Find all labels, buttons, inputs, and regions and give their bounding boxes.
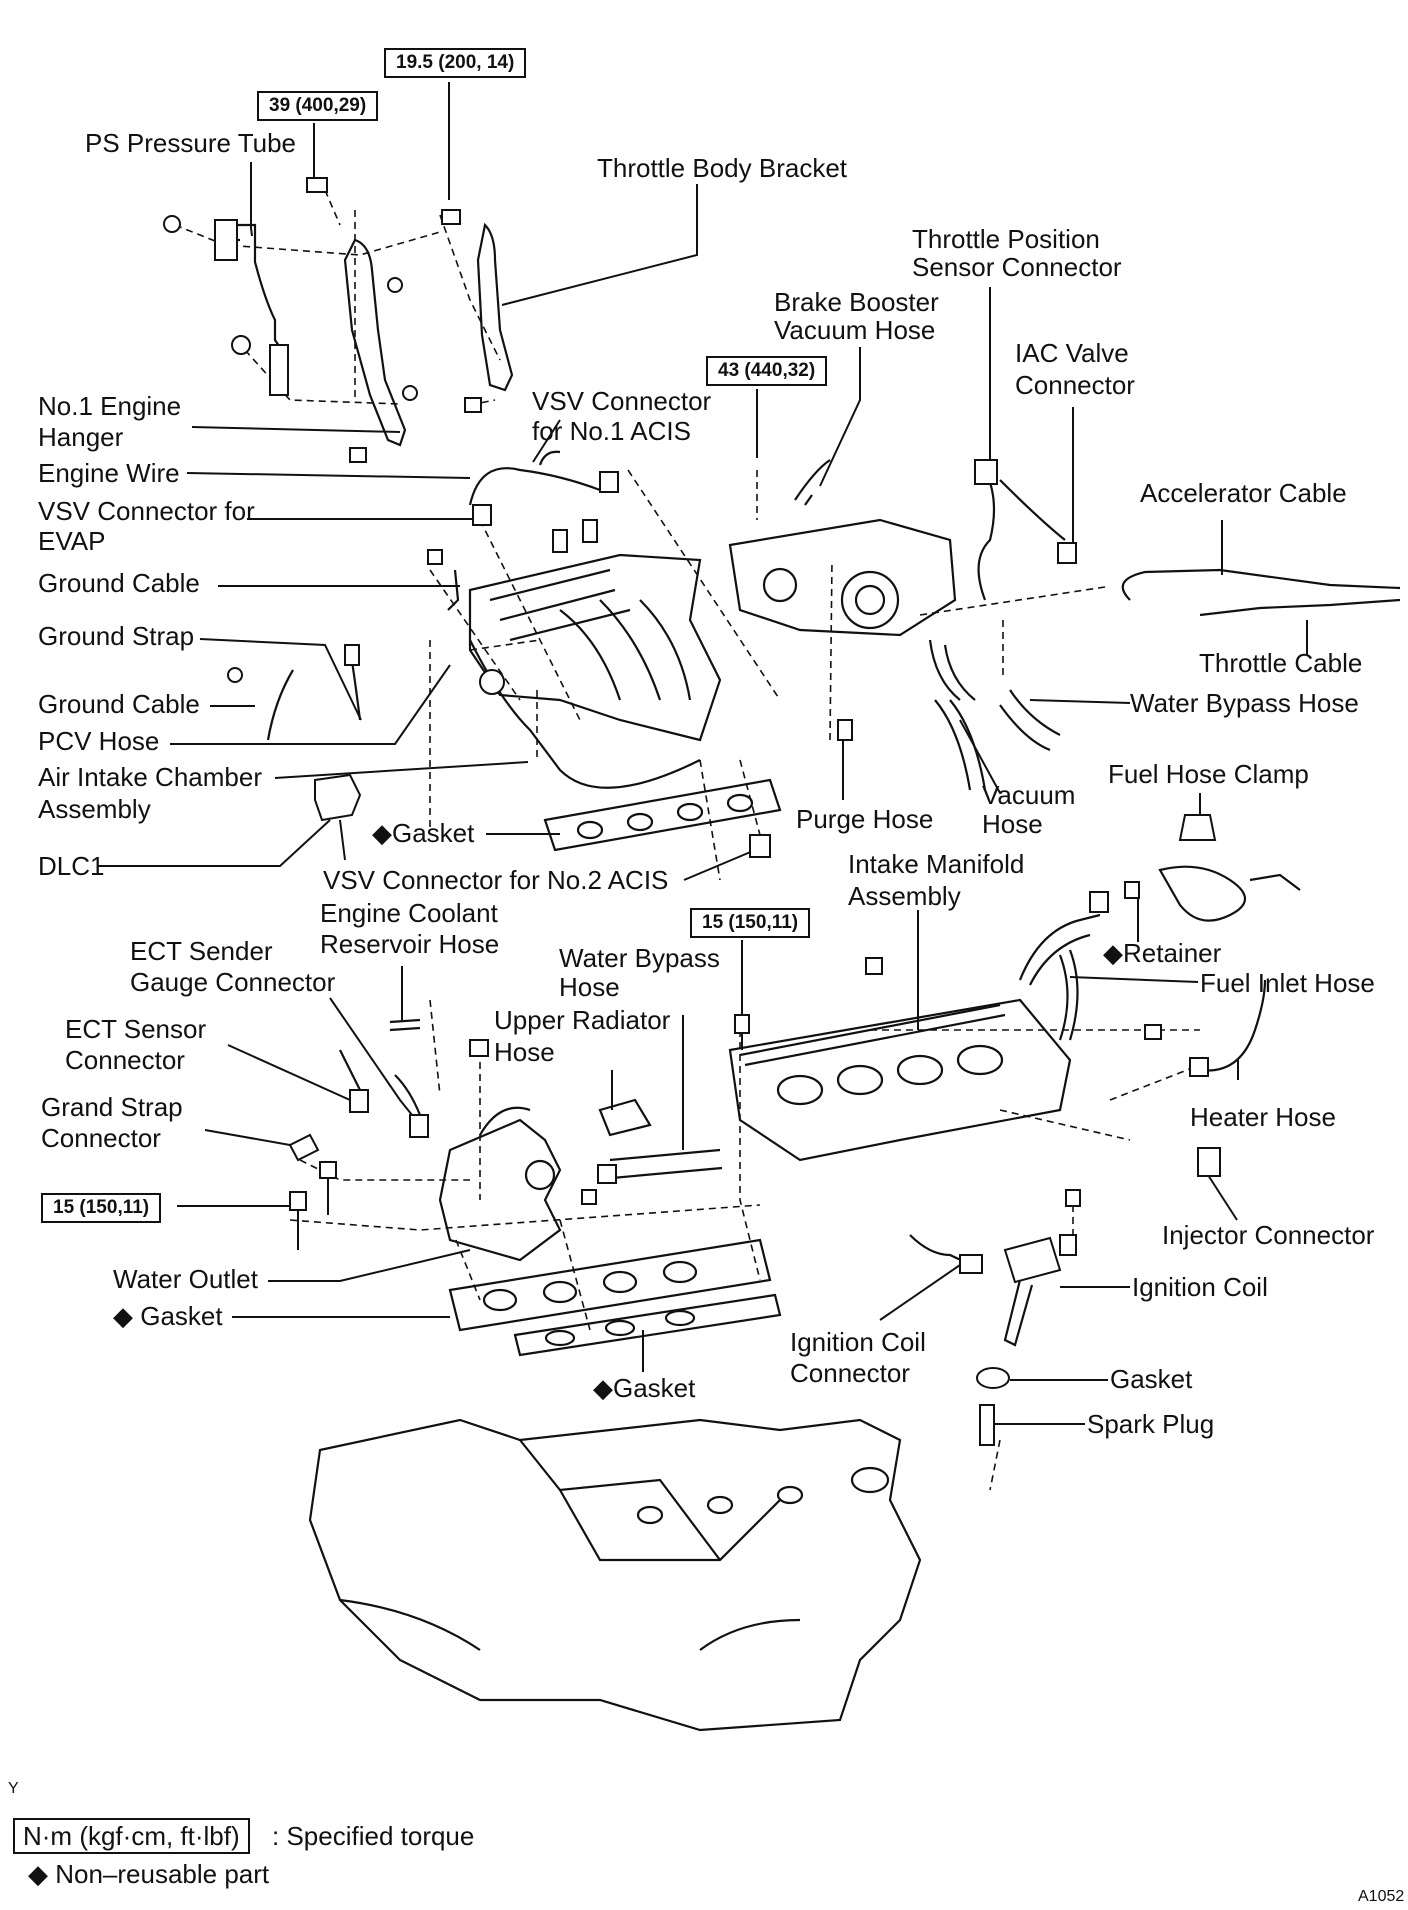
label-engine-coolant-reservoir-hose: Engine Coolant Reservoir Hose — [320, 898, 500, 959]
label-intake-manifold-assembly: Intake Manifold Assembly — [848, 849, 1025, 911]
label-iac-valve-connector: IAC Valve Connector — [1015, 338, 1135, 400]
leader-lines — [97, 82, 1308, 1425]
legend-torque-unit-box: N·m (kgf·cm, ft·lbf) — [13, 1818, 250, 1854]
label-ignition-coil: Ignition Coil — [1132, 1272, 1268, 1302]
label-throttle-position-sensor-connector: Throttle Position Sensor Connector — [912, 224, 1122, 282]
label-brake-booster-vacuum-hose: Brake Booster Vacuum Hose — [774, 287, 939, 345]
legend-marker: Y — [8, 1780, 19, 1797]
label-accelerator-cable: Accelerator Cable — [1140, 478, 1347, 508]
label-dlc1: DLC1 — [38, 851, 105, 881]
label-engine-wire: Engine Wire — [38, 458, 180, 488]
label-upper-radiator-hose: Upper Radiator Hose — [494, 1005, 671, 1067]
label-ignition-coil-connector: Ignition Coil Connector — [790, 1327, 926, 1388]
torque-spec-air-intake-nut: 43 (440,32) — [706, 356, 828, 386]
label-water-outlet: Water Outlet — [113, 1264, 258, 1294]
label-throttle-cable: Throttle Cable — [1199, 648, 1363, 678]
label-grand-strap-connector: Grand Strap Connector — [41, 1092, 183, 1153]
label-spark-plug: Spark Plug — [1087, 1409, 1215, 1439]
torque-spec-intake-manifold-bolt: 15 (150,11) — [690, 908, 811, 938]
label-ect-sensor-connector: ECT Sensor Connector — [65, 1014, 207, 1075]
legend-torque-text: : Specified torque — [272, 1821, 475, 1851]
parts — [163, 177, 1401, 1732]
label-no1-engine-hanger: No.1 Engine Hanger — [38, 391, 182, 452]
label-vsv-connector-no1-acis: VSV Connector for No.1 ACIS — [532, 386, 712, 446]
label-gasket-intake-manifold: ◆Gasket — [593, 1373, 696, 1403]
label-ground-strap: Ground Strap — [38, 621, 195, 651]
label-gasket-spark-plug: Gasket — [1110, 1364, 1193, 1394]
label-ect-sender-gauge-connector: ECT Sender Gauge Connector — [130, 936, 336, 997]
label-pcv-hose: PCV Hose — [38, 726, 160, 756]
label-heater-hose: Heater Hose — [1190, 1102, 1336, 1132]
label-vsv-connector-no2-acis: VSV Connector for No.2 ACIS — [323, 865, 669, 895]
torque-spec-hanger-bolt: 19.5 (200, 14) — [384, 48, 527, 78]
label-retainer: ◆Retainer — [1103, 938, 1222, 968]
torque-spec-ps-tube-bolt: 39 (400,29) — [257, 91, 379, 121]
label-gasket-water-outlet: ◆ Gasket — [113, 1301, 223, 1331]
label-injector-connector: Injector Connector — [1162, 1220, 1375, 1250]
label-ground-cable-lower: Ground Cable — [38, 689, 200, 719]
label-water-bypass-hose-upper: Water Bypass Hose — [1130, 688, 1359, 718]
label-gasket-air-intake: ◆Gasket — [372, 818, 475, 848]
label-ps-pressure-tube: PS Pressure Tube — [85, 128, 296, 158]
label-vsv-connector-evap: VSV Connector for EVAP — [38, 496, 255, 556]
label-throttle-body-bracket: Throttle Body Bracket — [597, 153, 847, 183]
torque-spec-water-outlet-bolt: 15 (150,11) — [41, 1193, 162, 1223]
label-purge-hose: Purge Hose — [796, 804, 934, 834]
legend-nonreusable: ◆ Non–reusable part — [28, 1859, 270, 1889]
label-vacuum-hose: Vacuum Hose — [982, 780, 1076, 839]
label-air-intake-chamber-assembly: Air Intake Chamber Assembly — [38, 762, 262, 824]
label-fuel-inlet-hose: Fuel Inlet Hose — [1200, 968, 1375, 998]
label-water-bypass-hose-lower: Water Bypass Hose — [559, 943, 720, 1002]
label-fuel-hose-clamp: Fuel Hose Clamp — [1108, 759, 1309, 789]
figure-code: A1052 — [1358, 1888, 1405, 1905]
label-ground-cable-upper: Ground Cable — [38, 568, 200, 598]
